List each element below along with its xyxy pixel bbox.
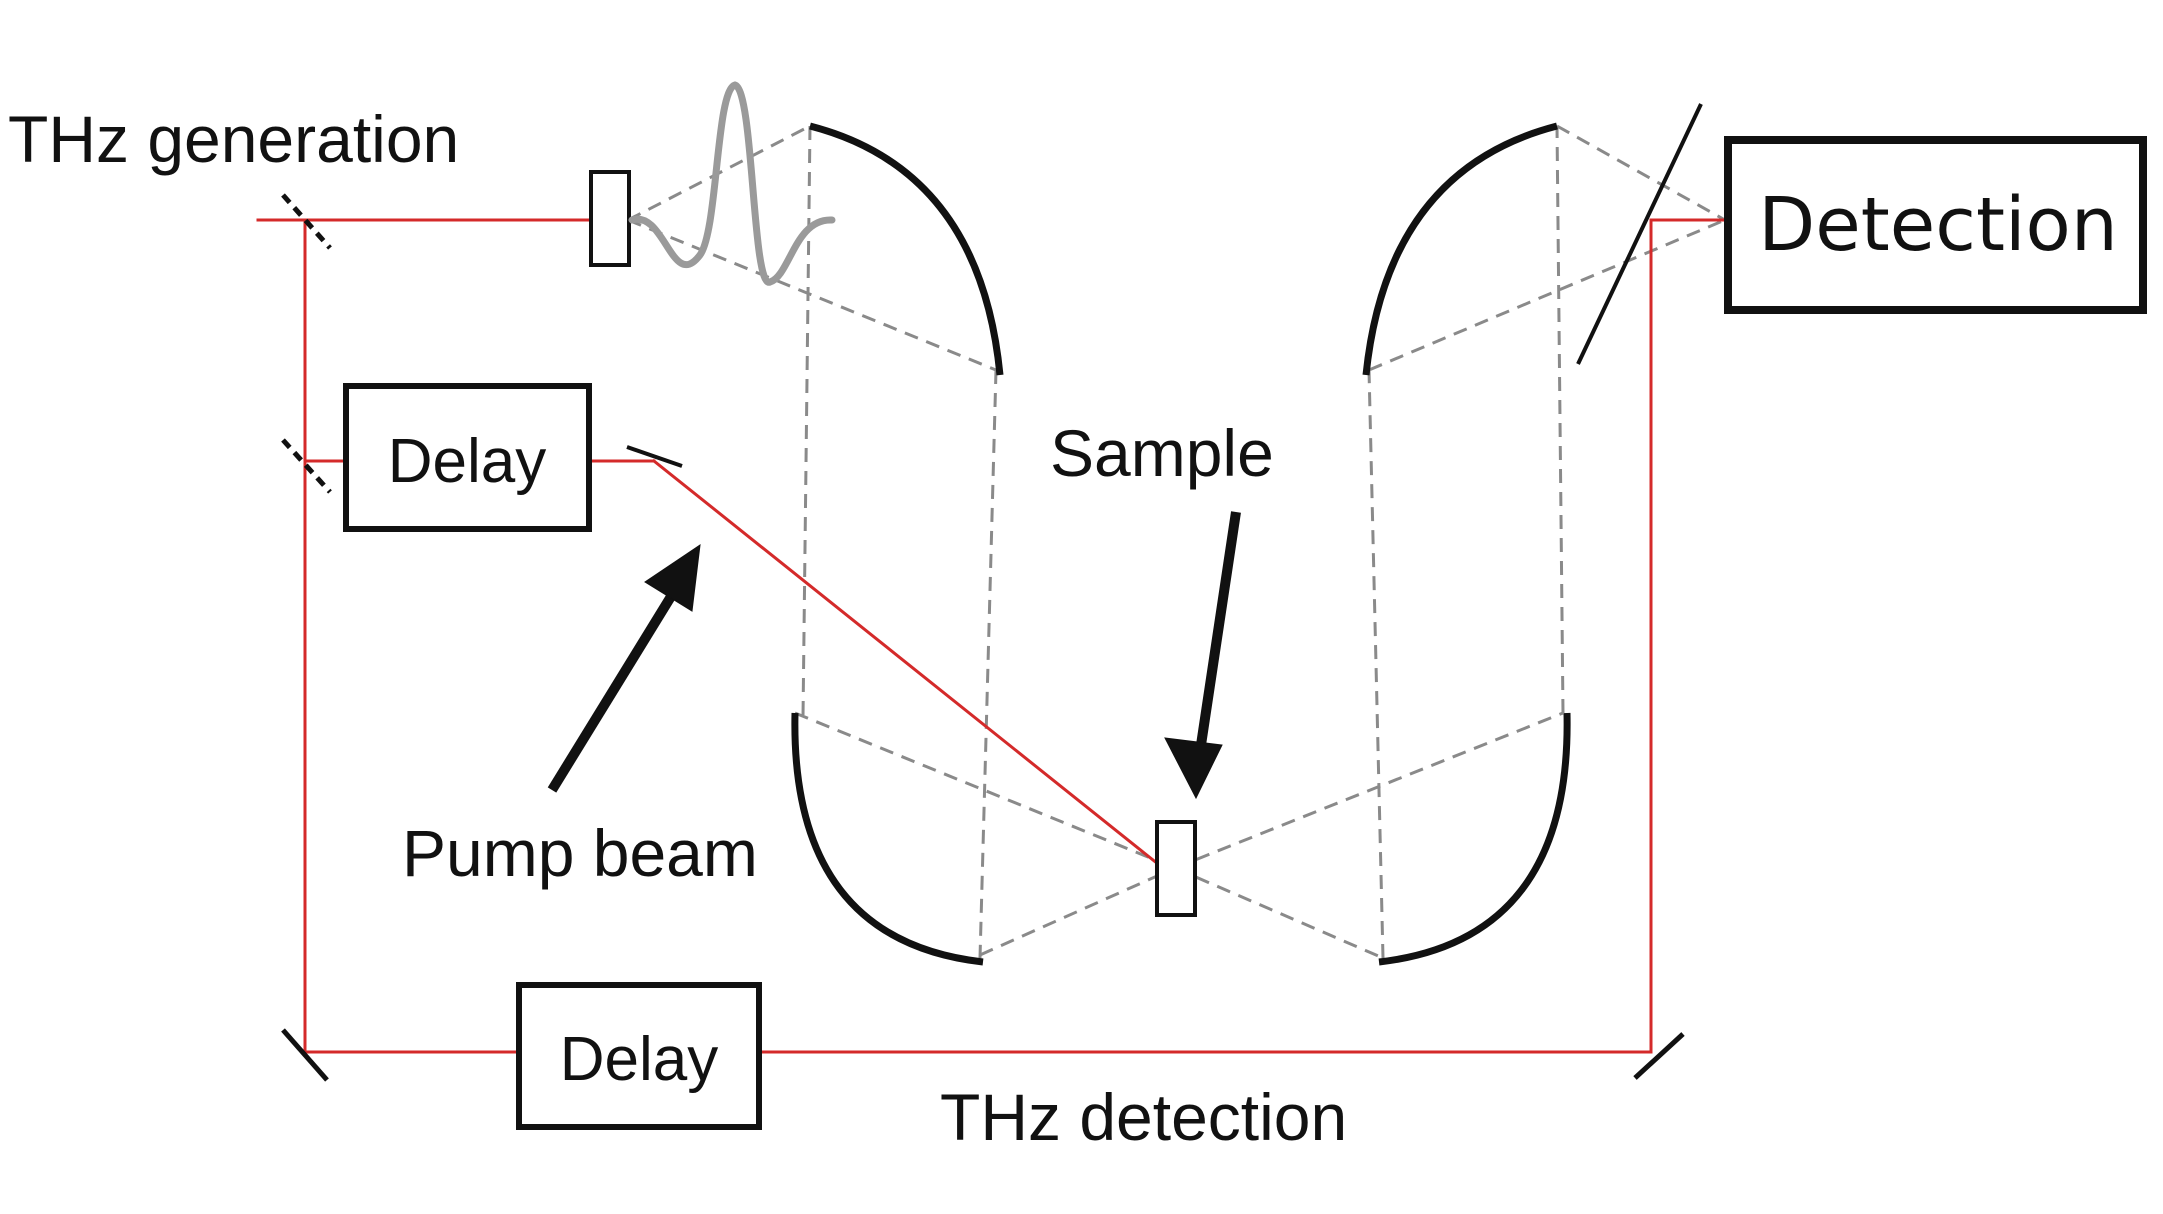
sample-icon <box>1155 820 1197 917</box>
parabolic-mirror-bottom-right-icon <box>1378 712 1571 966</box>
pump-beam-diagonal <box>651 458 1166 871</box>
parabolic-mirror-top-right-icon <box>1362 122 1558 376</box>
parabolic-mirrors <box>791 122 1571 966</box>
parabolic-mirror-top-left-icon <box>809 122 1004 376</box>
thz-detection-label: THz detection <box>940 1080 1347 1154</box>
pump-arrow-head-icon <box>644 543 701 612</box>
thz-generation-label: THz generation <box>8 102 459 176</box>
sample-arrow-head-icon <box>1164 737 1223 800</box>
detection-label: Detection <box>1758 182 2118 268</box>
pump-mirror-icon <box>626 445 683 468</box>
mirror-bottom-left-icon <box>281 1028 329 1082</box>
beamsplitter-mid-icon <box>281 438 332 494</box>
beamsplitter-top-icon <box>281 193 332 250</box>
flat-mirrors <box>281 103 1703 1082</box>
parabolic-mirror-bottom-left-icon <box>791 712 984 966</box>
sample-arrow-shaft <box>1196 511 1241 746</box>
detection-box: Detection <box>1724 136 2147 314</box>
pump-arrow-shaft <box>547 574 688 793</box>
thz-emitter-icon <box>589 170 631 267</box>
arrows <box>547 511 1241 800</box>
pellicle-icon <box>1576 103 1703 365</box>
thz-beam-path <box>627 124 1726 960</box>
sample-label: Sample <box>1050 416 1274 490</box>
delay-box-bottom: Delay <box>516 982 762 1130</box>
delay-box-top: Delay <box>343 383 592 532</box>
pump-beam-label: Pump beam <box>402 816 758 890</box>
thz-pulse-icon <box>628 81 836 286</box>
laser-paths <box>256 218 1727 1054</box>
delay-top-label: Delay <box>388 427 547 496</box>
delay-bottom-label: Delay <box>560 1025 719 1094</box>
mirror-bottom-right-icon <box>1633 1032 1685 1080</box>
